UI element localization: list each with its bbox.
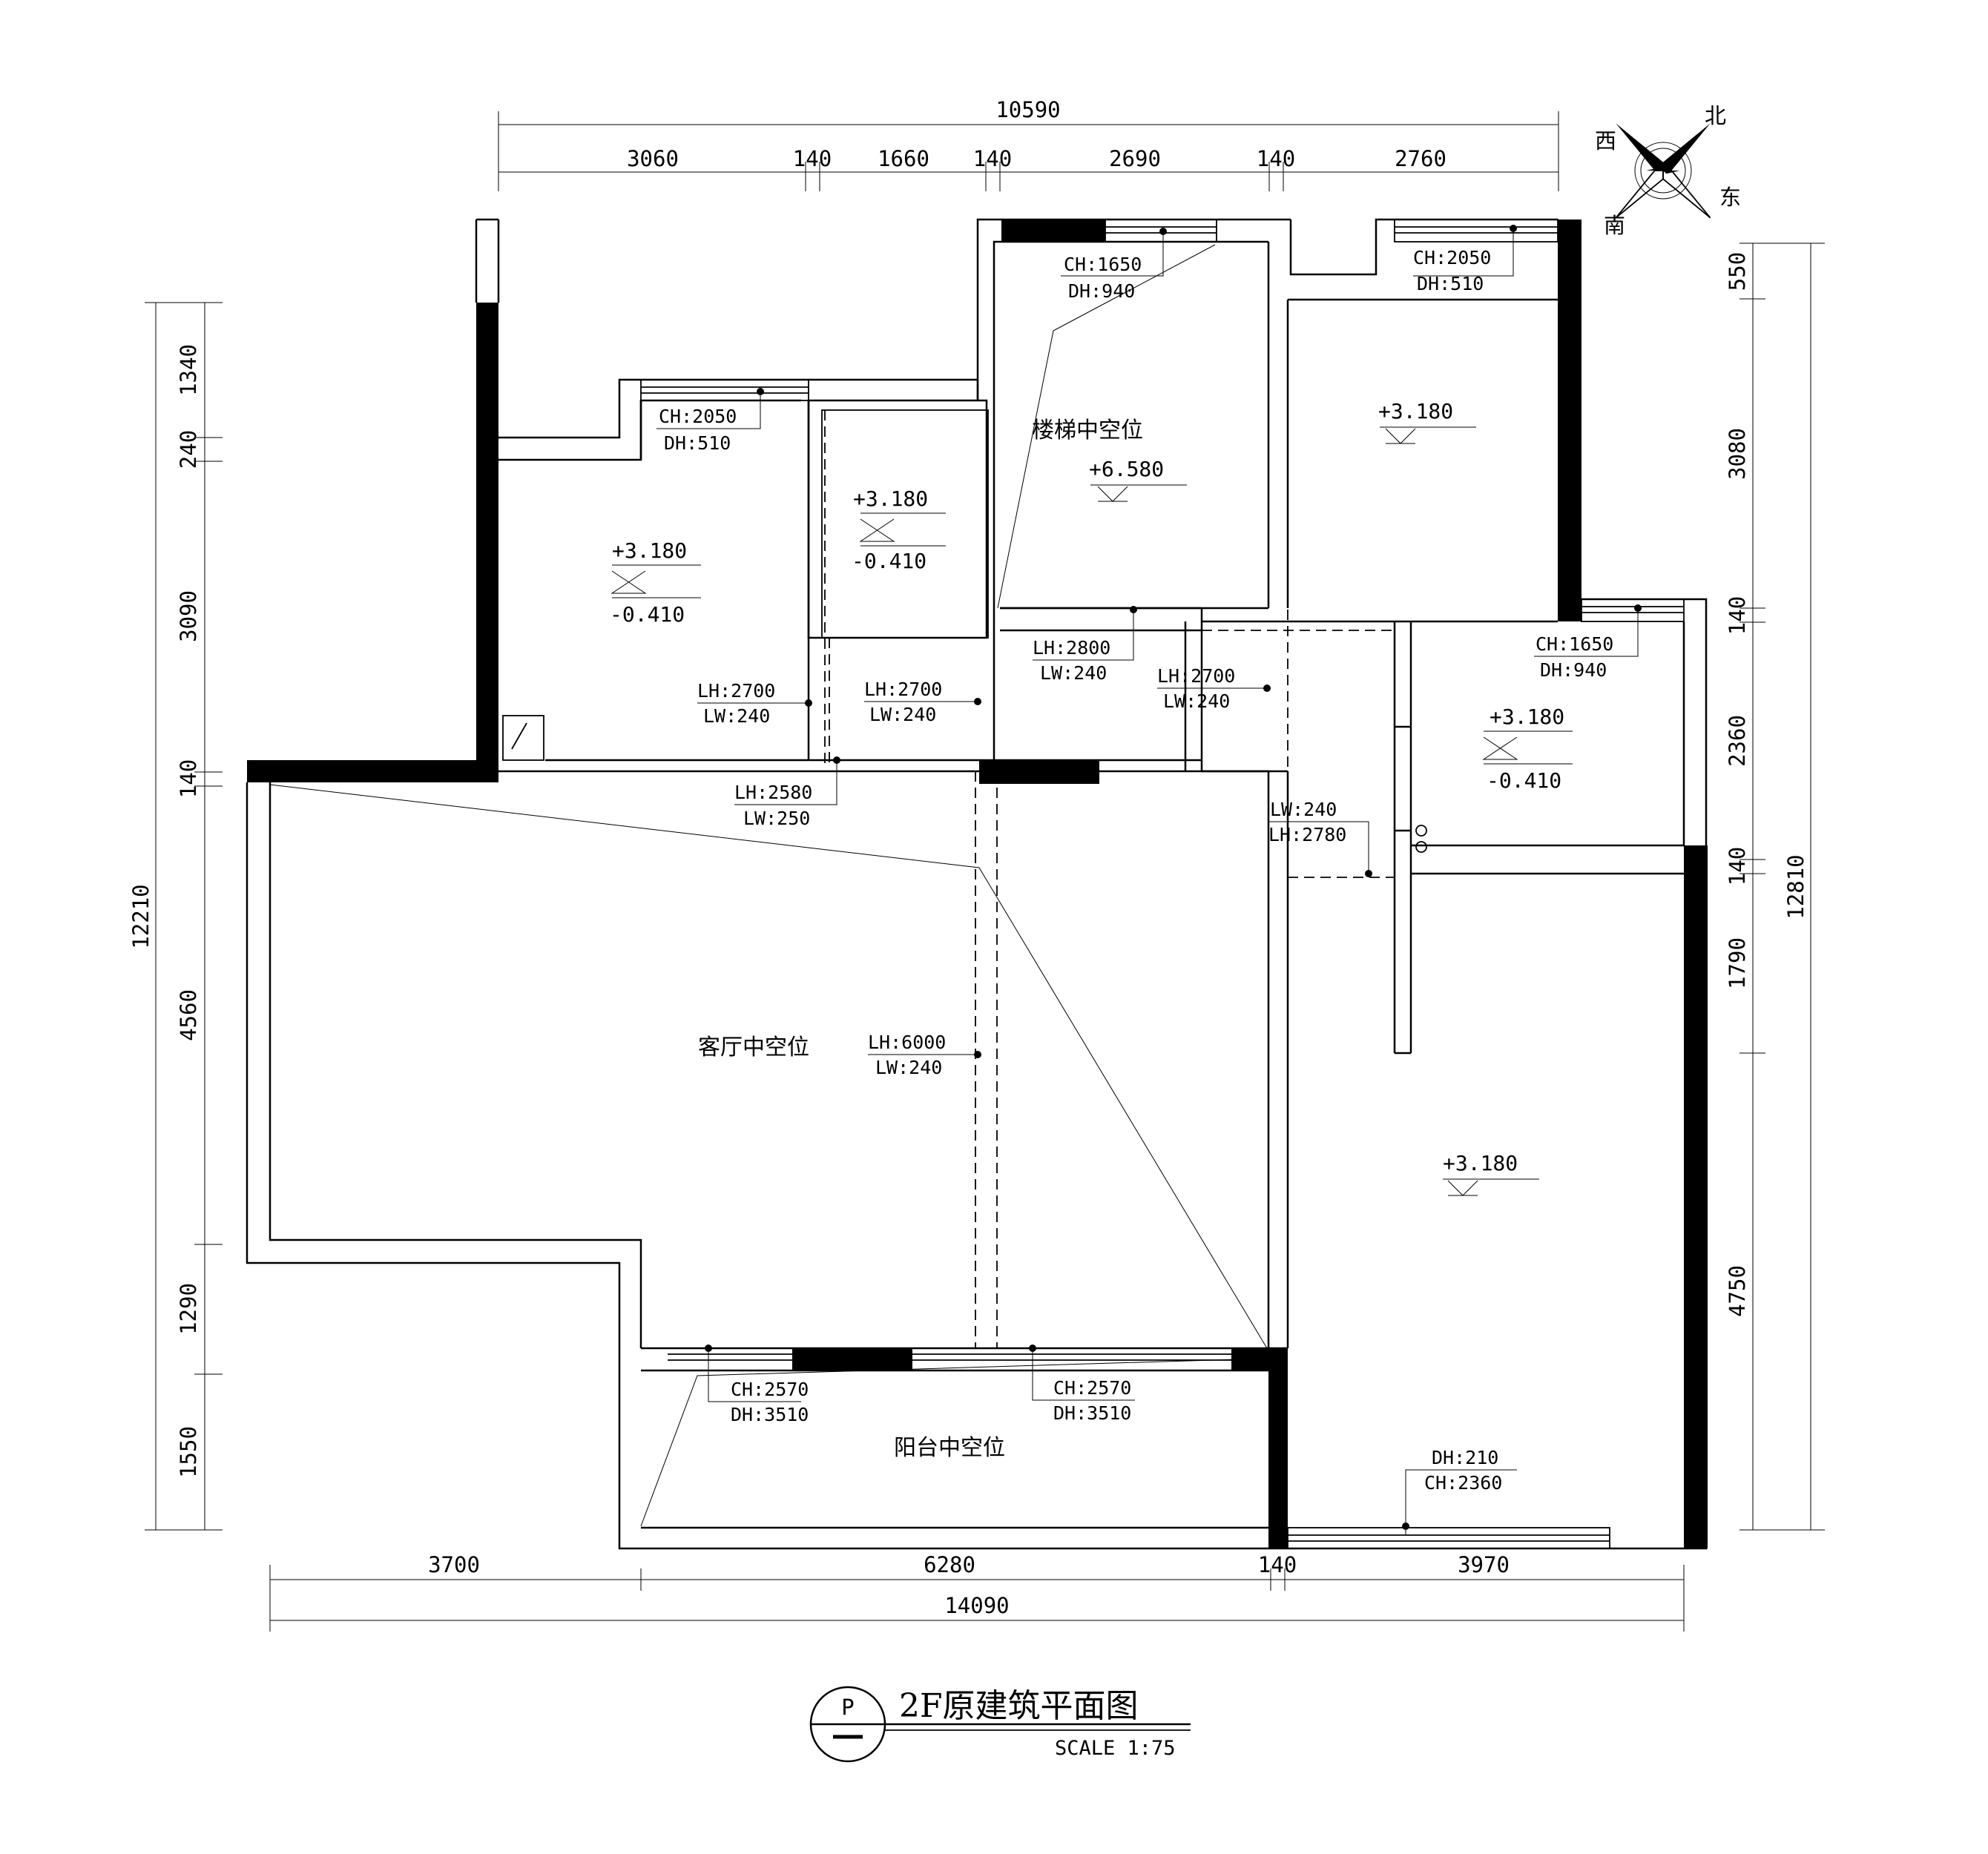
- level-e-bottom: -0.410: [1487, 768, 1561, 793]
- dim-top-6: 140: [1257, 146, 1295, 171]
- dimension-lines: [145, 111, 1825, 1632]
- beam-7-lw: LW:240: [875, 1057, 942, 1078]
- dim-top-2: 140: [793, 146, 832, 171]
- wall-balcony-3: [1268, 1348, 1288, 1548]
- wall-west-top: [247, 760, 498, 782]
- win-south-ch: CH:2360: [1424, 1472, 1502, 1494]
- beam-5-lh: LH:2580: [734, 782, 812, 803]
- beam-7-lh: LH:6000: [868, 1032, 946, 1053]
- dim-top-total: 10590: [995, 97, 1060, 122]
- dim-right-4: 2360: [1725, 715, 1750, 767]
- void-diagonals: [269, 244, 1268, 1527]
- beam-3-lh: LH:2800: [1033, 637, 1110, 659]
- title-symbol: P: [841, 1695, 854, 1720]
- beam-2-lh: LH:2700: [864, 679, 942, 700]
- win-nw-ch: CH:2050: [659, 406, 737, 427]
- win-balcony-1-ch: CH:2570: [731, 1379, 809, 1400]
- dimension-labels: 10590 3060 140 1660 140 2690 140 2760 37…: [128, 97, 1808, 1618]
- dim-bottom-3: 140: [1258, 1552, 1297, 1577]
- level-nw-top: +3.180: [612, 538, 687, 563]
- drawing-scale: SCALE 1:75: [1055, 1737, 1176, 1760]
- win-ne-dh: DH:510: [1417, 273, 1484, 294]
- dim-left-7: 1550: [176, 1426, 201, 1478]
- dim-right-6: 1790: [1725, 937, 1750, 989]
- win-stair-dh: DH:940: [1068, 280, 1135, 302]
- level-wc-top: +3.180: [853, 486, 928, 511]
- dim-right-1: 550: [1725, 252, 1750, 291]
- dim-right-total: 12810: [1783, 854, 1808, 919]
- dim-left-3: 3090: [176, 590, 201, 642]
- dim-right-2: 3080: [1725, 428, 1750, 480]
- dim-top-7: 2760: [1395, 146, 1446, 171]
- win-stair-ch: CH:1650: [1064, 254, 1142, 275]
- beam-1-lh: LH:2700: [697, 680, 775, 702]
- dim-left-4: 140: [176, 759, 201, 798]
- dim-left-6: 1290: [176, 1283, 201, 1335]
- beam-4-lw: LW:240: [1163, 690, 1230, 712]
- win-south-dh: DH:210: [1432, 1447, 1498, 1468]
- room-balcony-void: 阳台中空位: [894, 1435, 1005, 1461]
- dim-top-3: 1660: [878, 146, 929, 171]
- compass-west: 西: [1595, 128, 1616, 154]
- beam-5-lw: LW:250: [743, 808, 810, 829]
- beam-2-lw: LW:240: [869, 704, 936, 725]
- beam-lines: [545, 300, 1395, 1348]
- win-e-dh: DH:940: [1540, 659, 1607, 681]
- wall-nw-column: [476, 303, 498, 771]
- dim-right-5: 140: [1725, 847, 1750, 885]
- level-stair: +6.580: [1089, 457, 1164, 481]
- beam-6-lw: LW:240: [1270, 799, 1337, 820]
- beam-3-lw: LW:240: [1040, 662, 1107, 684]
- dim-top-4: 140: [973, 146, 1012, 171]
- dim-left-2: 240: [176, 430, 201, 469]
- dim-right-3: 140: [1725, 596, 1750, 635]
- dim-right-7: 4750: [1725, 1265, 1750, 1317]
- win-balcony-2-ch: CH:2570: [1053, 1377, 1131, 1399]
- wall-stair-top: [1001, 220, 1105, 242]
- compass-north: 北: [1705, 103, 1726, 128]
- level-marks: [610, 426, 1573, 1196]
- dim-left-1: 1340: [176, 344, 201, 396]
- win-balcony-1-dh: DH:3510: [731, 1404, 809, 1425]
- beam-1-lw: LW:240: [703, 705, 770, 727]
- beam-4-lh: LH:2700: [1157, 665, 1235, 687]
- annotation-labels: CH:2050 DH:510 CH:1650 DH:940 CH:2050 DH…: [659, 247, 1613, 1494]
- dim-bottom-total: 14090: [944, 1593, 1009, 1618]
- win-e-ch: CH:1650: [1536, 633, 1613, 655]
- level-wc-bottom: -0.410: [852, 549, 926, 573]
- compass-south: 南: [1604, 213, 1625, 238]
- level-labels: +3.180 -0.410 +3.180 -0.410 +6.580 +3.18…: [610, 399, 1564, 1175]
- wall-beam-center: [979, 760, 1099, 784]
- wall-balcony-1: [792, 1348, 912, 1370]
- compass-east: 东: [1719, 185, 1741, 210]
- level-e-top: +3.180: [1490, 705, 1564, 729]
- room-living-void: 客厅中空位: [698, 1035, 809, 1060]
- dim-bottom-1: 3700: [428, 1552, 480, 1577]
- wall-ne: [1558, 220, 1581, 621]
- win-balcony-2-dh: DH:3510: [1053, 1402, 1131, 1424]
- level-ne-room: +3.180: [1378, 399, 1453, 423]
- dim-left-total: 12210: [128, 884, 154, 949]
- annotation-leaders: [656, 225, 1642, 1535]
- level-nw-bottom: -0.410: [610, 602, 685, 627]
- drawing-title: 2F原建筑平面图: [899, 1687, 1139, 1725]
- dim-top-1: 3060: [627, 146, 679, 171]
- win-ne-ch: CH:2050: [1413, 247, 1491, 268]
- win-nw-dh: DH:510: [664, 432, 731, 454]
- windows: [640, 219, 1685, 1361]
- dim-top-5: 2690: [1109, 146, 1161, 171]
- beam-6-lh: LH:2780: [1268, 824, 1346, 845]
- title-block: P 2F原建筑平面图 SCALE 1:75: [809, 1686, 1191, 1763]
- wall-east: [1684, 845, 1708, 1548]
- dim-bottom-4: 3970: [1458, 1552, 1510, 1577]
- dim-left-5: 4560: [176, 989, 201, 1041]
- dim-bottom-2: 6280: [924, 1552, 975, 1577]
- compass-rose: 北 东 南 西: [1595, 103, 1741, 238]
- level-se-room: +3.180: [1443, 1151, 1518, 1175]
- room-stair-void: 楼梯中空位: [1032, 418, 1143, 443]
- walls: [246, 218, 1708, 1550]
